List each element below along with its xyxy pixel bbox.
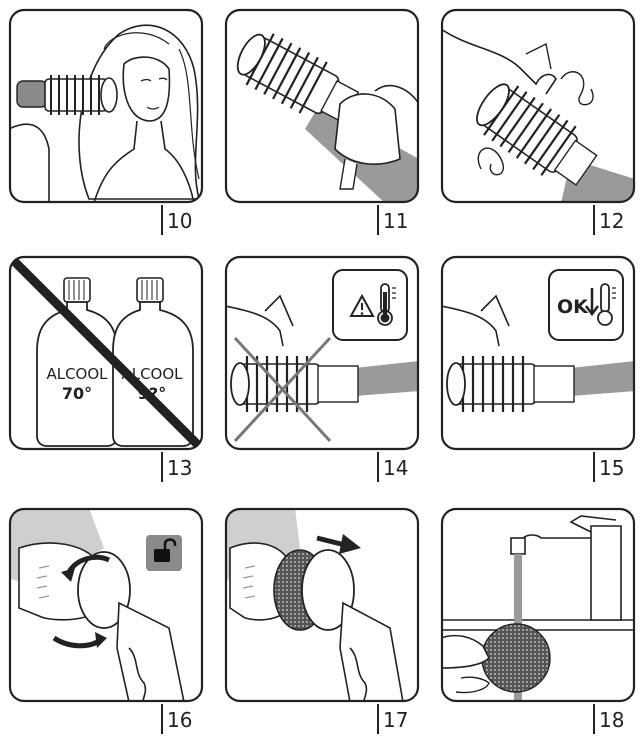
label-tick bbox=[593, 452, 595, 482]
step-number: 11 bbox=[383, 209, 409, 233]
label-tick bbox=[161, 704, 163, 734]
panel-14-illustration bbox=[224, 255, 420, 451]
panel-18: 18 bbox=[440, 507, 636, 734]
bottle-left-line2: 70° bbox=[62, 384, 92, 403]
ok-label: OK bbox=[557, 296, 589, 318]
faucet bbox=[518, 534, 591, 549]
rotate-arrow-icon bbox=[52, 635, 103, 649]
panel-10: 10 bbox=[8, 8, 204, 235]
panel-17-illustration bbox=[224, 507, 420, 703]
cooled-ok-badge: OK bbox=[548, 269, 624, 341]
panel-16-illustration bbox=[8, 507, 204, 703]
label-tick bbox=[593, 205, 595, 235]
alcohol-bottle-right: ALCOOL 9?° bbox=[112, 277, 194, 447]
step-number: 18 bbox=[599, 708, 625, 732]
panel-15-illustration: OK bbox=[440, 255, 636, 451]
panel-13: ALCOOL 70° ALCOOL 9?° 13 bbox=[8, 255, 204, 482]
step-number: 13 bbox=[167, 456, 193, 480]
label-tick bbox=[161, 205, 163, 235]
panel-17: 17 bbox=[224, 507, 420, 734]
cross-icon bbox=[233, 336, 332, 443]
step-number: 17 bbox=[383, 708, 409, 732]
panel-10-illustration bbox=[8, 8, 204, 204]
step-number: 15 bbox=[599, 456, 625, 480]
down-arrow-icon bbox=[585, 288, 599, 317]
label-tick bbox=[161, 452, 163, 482]
hot-warning-badge bbox=[332, 269, 408, 341]
alcohol-bottle-left: ALCOOL 70° bbox=[36, 277, 118, 447]
warning-triangle-icon bbox=[349, 293, 375, 317]
panel-12-illustration bbox=[440, 8, 636, 204]
label-tick bbox=[377, 205, 379, 235]
label-tick bbox=[377, 452, 379, 482]
step-number: 16 bbox=[167, 708, 193, 732]
prohibition-slash-icon bbox=[10, 257, 202, 449]
pull-arrow-icon bbox=[316, 535, 346, 548]
step-number: 14 bbox=[383, 456, 409, 480]
unlock-badge bbox=[146, 535, 182, 571]
panel-15: OK 15 bbox=[440, 255, 636, 482]
unlock-icon bbox=[154, 549, 170, 562]
label-tick bbox=[377, 704, 379, 734]
panel-12: 12 bbox=[440, 8, 636, 235]
panel-11-illustration bbox=[224, 8, 420, 204]
label-tick bbox=[593, 704, 595, 734]
panel-16: 16 bbox=[8, 507, 204, 734]
panel-13-illustration: ALCOOL 70° ALCOOL 9?° bbox=[8, 255, 204, 451]
step-number: 12 bbox=[599, 209, 625, 233]
filter-disc bbox=[481, 623, 551, 693]
thermometer-icon bbox=[377, 283, 396, 326]
bottle-left-line1: ALCOOL bbox=[46, 365, 108, 383]
panel-18-illustration bbox=[440, 507, 636, 703]
thermometer-icon bbox=[597, 283, 616, 326]
rotate-arrow-icon bbox=[66, 554, 111, 574]
panel-14: 14 bbox=[224, 255, 420, 482]
panel-11: 11 bbox=[224, 8, 420, 235]
step-number: 10 bbox=[167, 209, 193, 233]
